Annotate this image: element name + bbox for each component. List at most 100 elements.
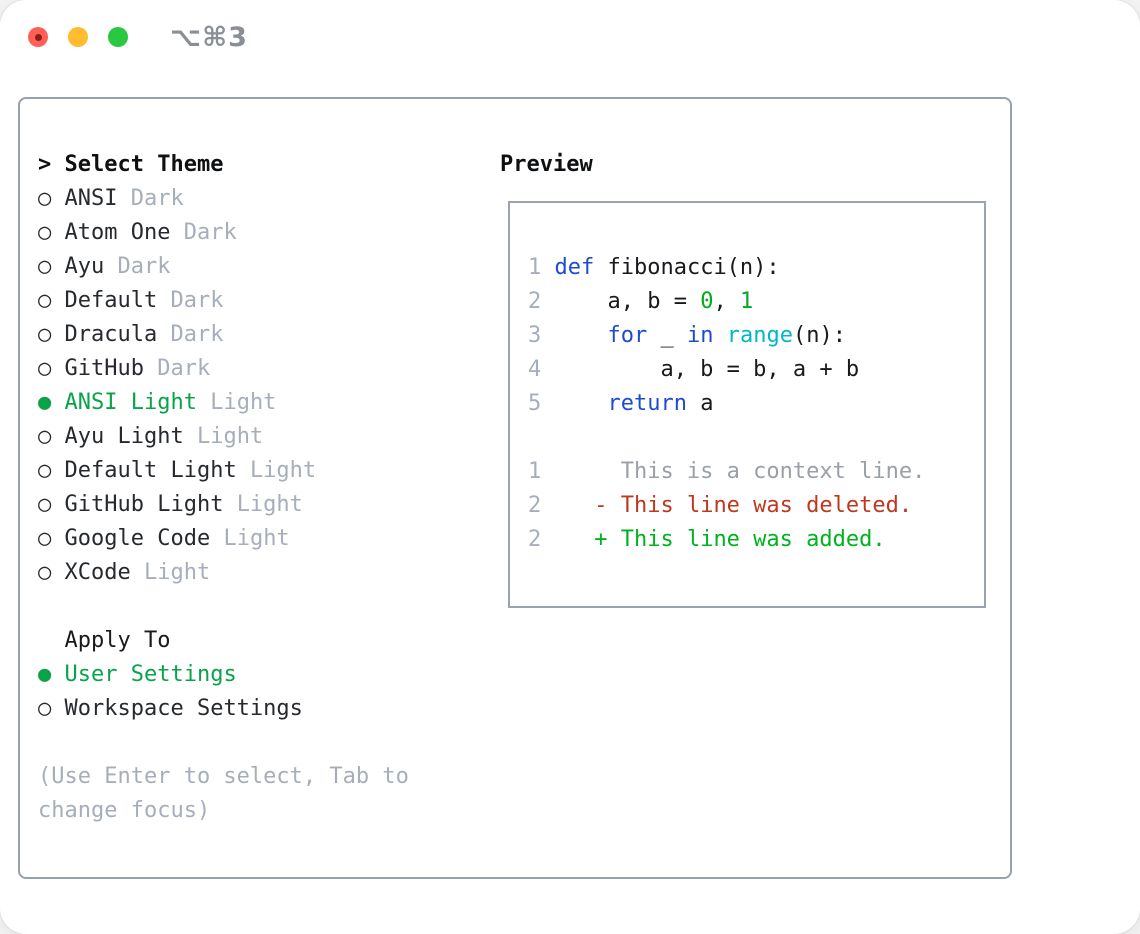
code-token-plain: [554, 391, 607, 416]
theme-variant: Light: [143, 560, 211, 585]
theme-option-github-light[interactable]: ○ GitHub Light Light: [38, 488, 468, 522]
line-number: 2: [528, 493, 542, 518]
code-token-plain: a: [686, 391, 714, 416]
theme-variant: Light: [210, 390, 277, 415]
radio-icon: ○: [38, 424, 65, 449]
code-token-keyword: def: [554, 255, 595, 280]
line-number: 1: [528, 459, 542, 484]
code-token-plain: a, b =: [554, 289, 701, 314]
theme-name: ANSI Light: [64, 390, 211, 415]
theme-variant: Light: [249, 458, 317, 483]
theme-option-atom-one[interactable]: ○ Atom One Dark: [38, 216, 468, 250]
titlebar: ⌥⌘3: [0, 0, 1140, 74]
radio-icon: ○: [38, 526, 65, 551]
theme-list: ○ ANSI Dark○ Atom One Dark○ Ayu Dark○ De…: [38, 182, 468, 590]
theme-name: Dracula: [64, 322, 171, 347]
line-number: 1: [528, 255, 542, 280]
theme-option-google-code[interactable]: ○ Google Code Light: [38, 522, 468, 556]
code-token-keyword: return: [607, 391, 687, 416]
preview-line-code: 1 def fibonacci(n):: [528, 251, 984, 285]
spacer: [38, 726, 468, 760]
select-theme-header-label: Select Theme: [64, 152, 224, 177]
preview-title: Preview: [500, 152, 593, 177]
select-theme-header: > Select Theme: [38, 148, 468, 182]
radio-icon: ○: [38, 322, 65, 347]
code-token-plain: fibonacci(n):: [594, 255, 780, 280]
theme-option-ayu-light[interactable]: ○ Ayu Light Light: [38, 420, 468, 454]
theme-variant: Light: [223, 526, 290, 551]
code-token-plain: _: [647, 323, 687, 348]
theme-name: Ayu: [64, 254, 118, 279]
apply-option-label: Workspace Settings: [64, 696, 303, 721]
theme-name: Atom One: [64, 220, 184, 245]
apply-to-header: Apply To: [64, 628, 171, 653]
preview-line-code: 2 a, b = 0, 1: [528, 285, 984, 319]
line-number: 5: [528, 391, 542, 416]
theme-name: Default Light: [64, 458, 250, 483]
radio-icon: ○: [38, 458, 65, 483]
apply-option-user-settings[interactable]: ● User Settings: [38, 658, 468, 692]
preview-line-code: 4 a, b = b, a + b: [528, 353, 984, 387]
spacer: [38, 590, 468, 624]
theme-variant: Dark: [157, 356, 211, 381]
zoom-button-icon[interactable]: [108, 27, 128, 47]
theme-picker: > Select Theme ○ ANSI Dark○ Atom One Dar…: [38, 148, 468, 828]
code-token-number: 0: [700, 289, 714, 314]
radio-icon: ○: [38, 186, 65, 211]
theme-variant: Dark: [170, 288, 224, 313]
radio-selected-icon: ●: [38, 662, 65, 687]
theme-name: Ayu Light: [64, 424, 197, 449]
theme-variant: Dark: [183, 220, 237, 245]
theme-name: Google Code: [64, 526, 224, 551]
theme-name: GitHub Light: [64, 492, 237, 517]
code-token-plain: ,: [713, 289, 740, 314]
radio-icon: ○: [38, 288, 65, 313]
theme-option-github[interactable]: ○ GitHub Dark: [38, 352, 468, 386]
preview-line-diff-deleted: 2 - This line was deleted.: [528, 489, 984, 523]
apply-option-workspace-settings[interactable]: ○ Workspace Settings: [38, 692, 468, 726]
code-token-plain: [554, 527, 594, 552]
radio-icon: ○: [38, 254, 65, 279]
theme-option-xcode[interactable]: ○ XCode Light: [38, 556, 468, 590]
line-number: 4: [528, 357, 542, 382]
theme-name: ANSI: [64, 186, 131, 211]
hint-text: (Use Enter to select, Tab to change focu…: [38, 764, 409, 823]
apply-option-label: User Settings: [64, 662, 237, 687]
preview-line-diff-context: 1 This is a context line.: [528, 455, 984, 489]
preview-line-diff-added: 2 + This line was added.: [528, 523, 984, 557]
code-token-keyword: in: [686, 323, 714, 348]
theme-variant: Dark: [117, 254, 171, 279]
code-token-keyword: for: [607, 323, 648, 348]
theme-option-ayu[interactable]: ○ Ayu Dark: [38, 250, 468, 284]
theme-name: XCode: [64, 560, 144, 585]
theme-option-ansi[interactable]: ○ ANSI Dark: [38, 182, 468, 216]
close-button-icon[interactable]: [28, 27, 48, 47]
minimize-button-icon[interactable]: [68, 27, 88, 47]
theme-option-default-light[interactable]: ○ Default Light Light: [38, 454, 468, 488]
theme-option-ansi-light[interactable]: ● ANSI Light Light: [38, 386, 468, 420]
radio-icon: ○: [38, 696, 65, 721]
code-token-plain: [554, 493, 594, 518]
code-token-deleted: - This line was deleted.: [594, 493, 913, 518]
theme-settings-panel: > Select Theme ○ ANSI Dark○ Atom One Dar…: [18, 97, 1012, 879]
preview-line-code: 3 for _ in range(n):: [528, 319, 984, 353]
line-number: 2: [528, 527, 542, 552]
code-token-plain: [713, 323, 726, 348]
code-token-plain: (n):: [792, 323, 846, 348]
radio-selected-icon: ●: [38, 390, 65, 415]
code-token-context: This is a context line.: [554, 459, 926, 484]
theme-option-dracula[interactable]: ○ Dracula Dark: [38, 318, 468, 352]
theme-name: GitHub: [64, 356, 158, 381]
code-token-number: 1: [739, 289, 754, 314]
theme-variant: Dark: [170, 322, 224, 347]
radio-icon: ○: [38, 560, 65, 585]
theme-variant: Light: [196, 424, 264, 449]
radio-icon: ○: [38, 356, 65, 381]
line-number: 3: [528, 323, 542, 348]
code-token-function: range: [726, 323, 793, 348]
theme-option-default[interactable]: ○ Default Dark: [38, 284, 468, 318]
radio-icon: ○: [38, 220, 65, 245]
theme-variant: Dark: [130, 186, 184, 211]
